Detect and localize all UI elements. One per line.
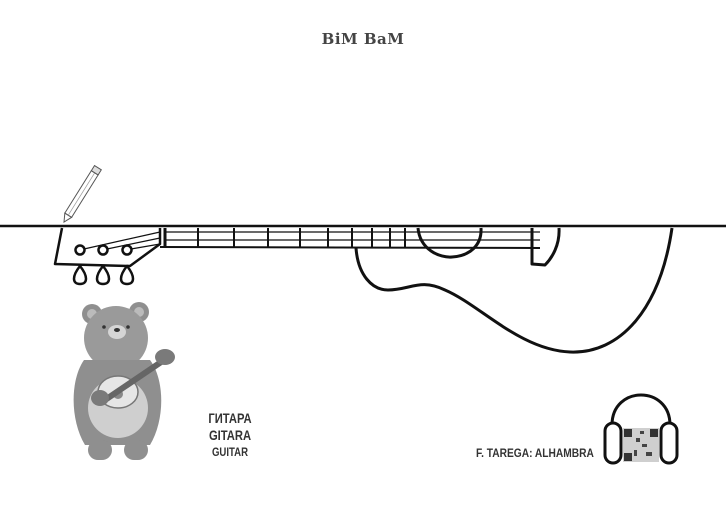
instrument-names: ГИТАРА GITARA GUITAR <box>196 410 264 461</box>
pencil-icon <box>63 164 102 223</box>
instrument-name-en: GUITAR <box>211 445 249 459</box>
headphones-qr-icon <box>603 393 679 465</box>
instrument-name-ru: ГИТАРА <box>208 410 252 426</box>
instrument-name-hr: GITARA <box>208 427 252 443</box>
guitar-headstock <box>53 227 162 286</box>
guitar-body <box>354 227 674 354</box>
guitar-neck <box>159 228 541 249</box>
bear-with-guitar-illustration <box>73 302 175 460</box>
music-piece-title: F. TAREGA: ALHAMBRA <box>476 446 594 460</box>
brand-title: BiM BaM <box>321 30 405 48</box>
